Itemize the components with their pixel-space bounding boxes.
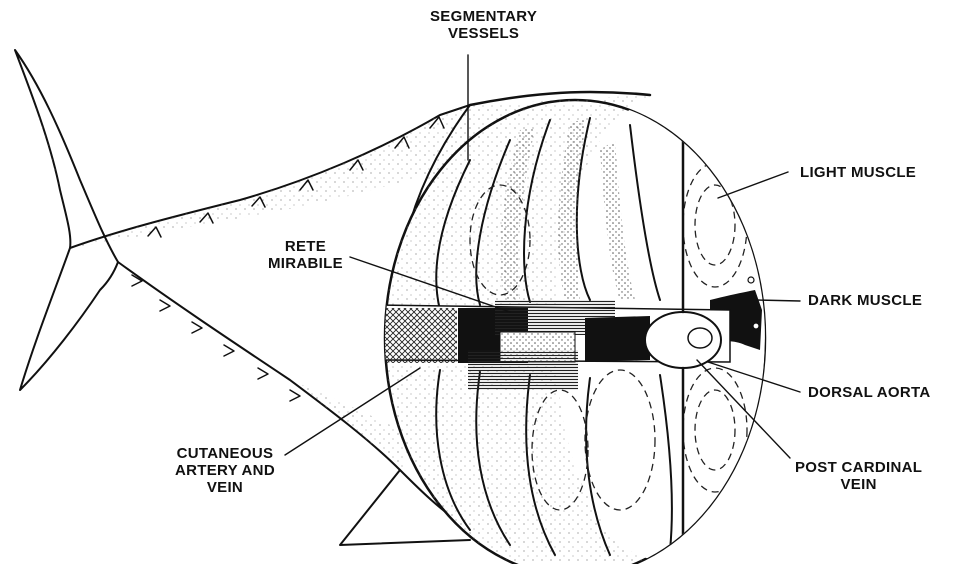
label-segmentary-vessels: SEGMENTARY VESSELS bbox=[430, 8, 537, 42]
leader-dark-muscle bbox=[757, 300, 800, 301]
label-post-cardinal-vein: POST CARDINAL VEIN bbox=[795, 459, 922, 493]
label-line: VEIN bbox=[795, 476, 922, 493]
label-line: ARTERY AND bbox=[175, 462, 275, 479]
label-line: VEIN bbox=[175, 479, 275, 496]
label-line: CUTANEOUS bbox=[175, 445, 275, 462]
label-dark-muscle: DARK MUSCLE bbox=[808, 292, 922, 309]
label-dorsal-aorta: DORSAL AORTA bbox=[808, 384, 931, 401]
label-rete-mirabile: RETE MIRABILE bbox=[268, 238, 343, 272]
label-line: POST CARDINAL bbox=[795, 459, 922, 476]
tail-fin bbox=[15, 50, 118, 390]
label-line: MIRABILE bbox=[268, 255, 343, 272]
label-line: RETE bbox=[268, 238, 343, 255]
label-light-muscle: LIGHT MUSCLE bbox=[800, 164, 916, 181]
label-line: VESSELS bbox=[430, 25, 537, 42]
label-cutaneous-artery-vein: CUTANEOUS ARTERY AND VEIN bbox=[175, 445, 275, 496]
label-line: SEGMENTARY bbox=[430, 8, 537, 25]
leader-light-muscle bbox=[718, 172, 788, 198]
